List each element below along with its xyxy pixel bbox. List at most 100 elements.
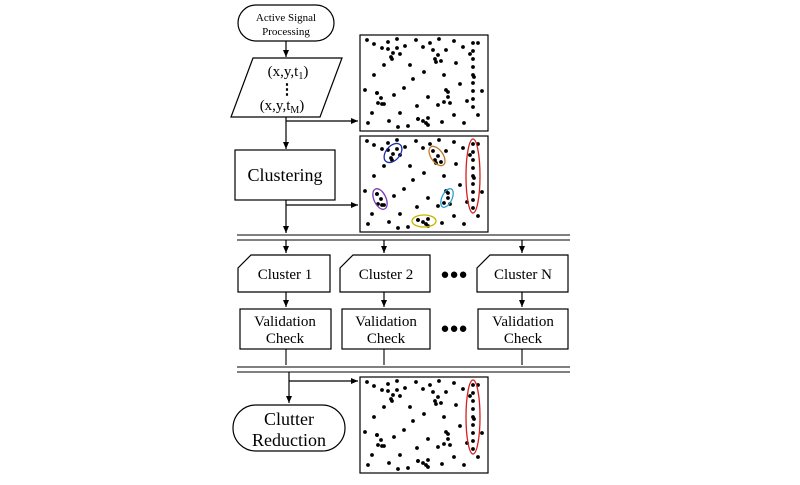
scatter-point: [415, 104, 419, 108]
scatter-point: [452, 140, 456, 144]
scatter-point: [471, 89, 475, 93]
scatter-point: [372, 174, 376, 178]
scatter-point: [471, 97, 475, 101]
scatter-point: [442, 415, 446, 419]
scatter-point: [382, 102, 386, 106]
clutter-reduction-node: Clutter Reduction: [232, 404, 346, 452]
scatter-point: [448, 443, 452, 447]
scatter-point: [471, 399, 475, 403]
validation-check-n-line1: Validation: [492, 314, 554, 330]
scatter-point: [379, 197, 383, 201]
scatter-point: [408, 63, 412, 67]
scatter-point: [382, 203, 386, 207]
scatter-point: [471, 166, 475, 170]
scatter-point: [421, 461, 425, 465]
scatter-point: [471, 81, 475, 85]
scatter-point: [426, 95, 430, 99]
raw-scatter-points: [363, 37, 484, 129]
validation-ellipsis: ●●●: [440, 321, 467, 337]
cluster-ring: [428, 145, 446, 167]
scatter-point: [392, 435, 396, 439]
scatter-point: [408, 164, 412, 168]
cluster-2-label: Cluster 2: [359, 267, 414, 283]
scatter-point: [476, 113, 480, 117]
scatter-point: [476, 41, 480, 45]
scatter-point: [444, 430, 448, 434]
scatter-point: [396, 467, 400, 471]
scatter-point: [437, 379, 441, 383]
scatter-point: [452, 455, 456, 459]
scatter-point: [471, 439, 475, 443]
active-signal-processing-label-line1: Active Signal: [256, 12, 316, 24]
scatter-point: [428, 383, 432, 387]
scatter-point: [440, 120, 444, 124]
scatter-point: [392, 93, 396, 97]
scatter-point: [386, 47, 390, 51]
scatter-point: [446, 95, 450, 99]
scatter-point: [365, 380, 369, 384]
scatter-point: [471, 49, 475, 53]
scatter-point: [471, 65, 475, 69]
scatter-point: [462, 463, 466, 467]
scatter-point: [424, 121, 428, 125]
scatter-point: [461, 387, 465, 391]
scatter-point: [411, 419, 415, 423]
scatter-point: [387, 461, 391, 465]
scatter-point: [366, 222, 370, 226]
scatter-point: [471, 105, 475, 109]
scatter-point: [370, 212, 374, 216]
scatter-point: [458, 183, 462, 187]
active-signal-processing-node: Active Signal Processing: [237, 4, 335, 42]
scatter-point: [439, 59, 443, 63]
scatter-point: [379, 438, 383, 442]
scatter-point: [471, 150, 475, 154]
scatter-point: [452, 381, 456, 385]
scatter-point: [421, 45, 425, 49]
scatter-point: [424, 463, 428, 467]
scatter-point: [403, 44, 407, 48]
cluster-ring: [465, 138, 481, 214]
scatter-point: [421, 220, 425, 224]
validation-check-n-node: Validation Check: [477, 308, 569, 350]
scatter-point: [476, 455, 480, 459]
scatter-point: [431, 390, 435, 394]
scatter-point: [389, 55, 393, 59]
scatter-point: [411, 178, 415, 182]
scatter-point: [365, 139, 369, 143]
scatter-point: [421, 119, 425, 123]
scatter-point: [372, 143, 376, 147]
scatter-point: [471, 57, 475, 61]
scatter-point: [398, 111, 402, 115]
scatter-point: [398, 394, 402, 398]
scatter-point: [468, 394, 472, 398]
validation-check-1-line1: Validation: [254, 314, 316, 330]
input-data-ellipsis: ⋮: [280, 82, 295, 98]
cluster-n-node: Cluster N: [476, 254, 569, 293]
cluster-ring: [440, 188, 454, 208]
scatter-point: [471, 206, 475, 210]
scatter-point: [424, 222, 428, 226]
scatter-point: [436, 103, 440, 107]
scatter-point: [442, 73, 446, 77]
scatter-point: [402, 86, 406, 90]
scatter-point: [433, 57, 437, 61]
scatter-point: [434, 402, 438, 406]
cluster-2-node: Cluster 2: [339, 254, 431, 293]
scatter-point: [439, 401, 443, 405]
scatter-point: [386, 382, 390, 386]
scatter-point: [422, 171, 426, 175]
scatter-point: [414, 139, 418, 143]
scatter-point: [391, 393, 395, 397]
scatter-point: [406, 466, 410, 470]
scatter-point: [396, 125, 400, 129]
clustered-scatter-panel: [359, 135, 489, 233]
scatter-point: [471, 415, 475, 419]
scatter-point: [442, 100, 446, 104]
scatter-point: [436, 154, 440, 158]
scatter-point: [416, 218, 420, 222]
scatter-point: [370, 111, 374, 115]
remaining-cluster-ring: [465, 379, 481, 455]
scatter-point: [471, 174, 475, 178]
validation-check-2-node: Validation Check: [341, 308, 431, 350]
scatter-point: [439, 160, 443, 164]
